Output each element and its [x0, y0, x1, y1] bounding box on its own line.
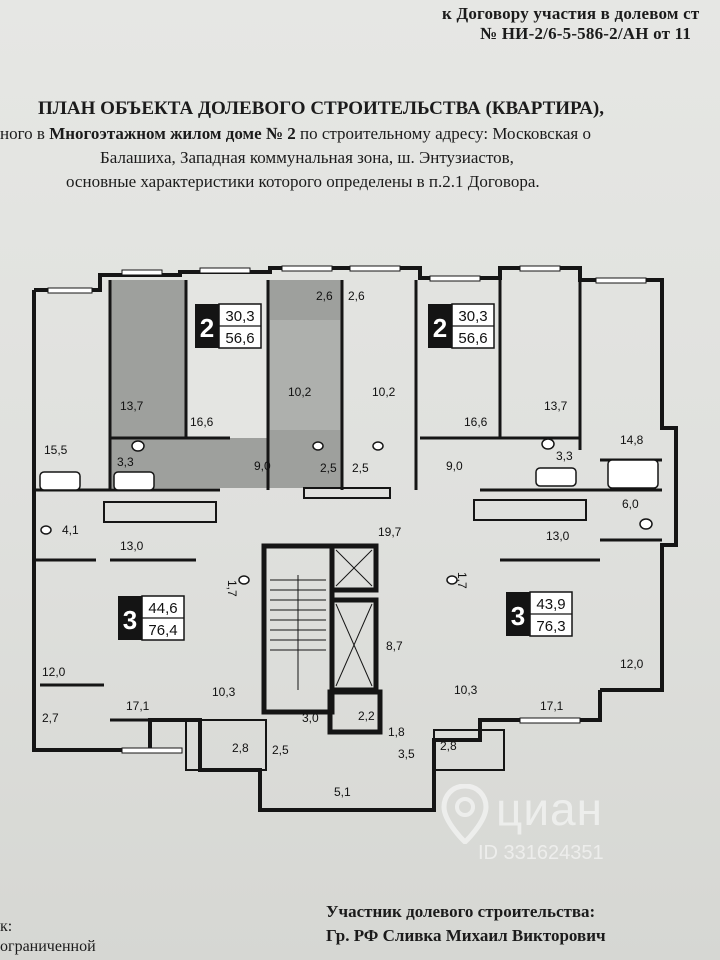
- room-area: 9,0: [254, 459, 271, 473]
- watermark-name: циан: [496, 783, 604, 835]
- apartment-1-total: 56,6: [225, 330, 254, 347]
- apartment-2-living: 30,3: [458, 308, 487, 325]
- watermark-id: ID 331624351: [478, 842, 604, 864]
- room-area: 2,8: [440, 739, 457, 753]
- room-area: 1,7: [455, 572, 469, 589]
- room-area: 19,7: [378, 525, 402, 539]
- room-area: 10,3: [212, 685, 236, 699]
- footer-left-text: ограниченной: [0, 938, 96, 955]
- room-area: 17,1: [540, 699, 564, 713]
- room-area: 13,0: [120, 539, 144, 553]
- room-area: 13,7: [544, 399, 568, 413]
- apartment-3-living: 44,6: [148, 600, 177, 617]
- room-area: 12,0: [620, 657, 644, 671]
- room-area: 8,7: [386, 639, 403, 653]
- title-address-line: ного в Многоэтажном жилом доме № 2 по ст…: [0, 124, 591, 143]
- room-area: 6,0: [622, 497, 639, 511]
- apartment-badge-1: 2 30,3 56,6: [195, 303, 262, 349]
- selected-apartment-kitchen: [270, 320, 340, 430]
- room-area: 3,3: [117, 455, 134, 469]
- balconies: [103, 487, 587, 771]
- room-area: 10,3: [454, 683, 478, 697]
- contract-number: № НИ-2/6-5-586-2/АН от 11: [480, 24, 692, 43]
- room-area: 3,3: [556, 449, 573, 463]
- stair-steps: [270, 549, 373, 690]
- map-pin-icon: [441, 784, 489, 844]
- stair-core: [261, 543, 383, 735]
- floor-plan: 2 30,3 56,6 2 30,3 56,6 3 44,6 76,4: [0, 250, 720, 830]
- signatory-name: Гр. РФ Сливка Михаил Викторович: [326, 926, 606, 945]
- apartment-4-total: 76,3: [536, 618, 565, 635]
- title-city-line: Балашиха, Западная коммунальная зона, ш.…: [100, 148, 514, 167]
- room-area: 2,5: [352, 461, 369, 475]
- apartment-2-total: 56,6: [458, 330, 487, 347]
- room-area: 14,8: [620, 433, 644, 447]
- room-area: 2,6: [348, 289, 365, 303]
- room-area: 9,0: [446, 459, 463, 473]
- room-area: 2,5: [320, 461, 337, 475]
- floor-plan-drawing: 2 30,3 56,6 2 30,3 56,6 3 44,6 76,4: [32, 265, 678, 812]
- apartment-3-rooms: 3: [123, 605, 137, 635]
- signatory-heading: Участник долевого строительства:: [326, 902, 596, 921]
- title-contract-line: основные характеристики которого определ…: [66, 172, 540, 191]
- room-area: 15,5: [44, 443, 68, 457]
- room-area: 3,0: [302, 711, 319, 725]
- apartment-3-total: 76,4: [148, 622, 177, 639]
- room-area: 10,2: [372, 385, 396, 399]
- room-area: 16,6: [190, 415, 214, 429]
- room-area: 2,8: [232, 741, 249, 755]
- room-area: 2,6: [316, 289, 333, 303]
- appendix-line: к Договору участия в долевом ст: [442, 4, 700, 23]
- room-area: 13,7: [120, 399, 144, 413]
- room-area: 5,1: [334, 785, 351, 799]
- room-area: 3,5: [398, 747, 415, 761]
- apartment-1-rooms: 2: [200, 313, 214, 343]
- room-area-labels: 2,6 2,6 13,7 16,6 10,2 10,2 16,6 13,7 15…: [42, 289, 644, 799]
- document-title: ПЛАН ОБЪЕКТА ДОЛЕВОГО СТРОИТЕЛЬСТВА (КВА…: [38, 98, 605, 119]
- room-area: 16,6: [464, 415, 488, 429]
- room-area: 2,2: [358, 709, 375, 723]
- cian-watermark: циан ID 331624351: [438, 780, 668, 870]
- room-area: 12,0: [42, 665, 66, 679]
- bath-fixtures: [39, 438, 659, 585]
- exterior-walls: [32, 266, 678, 812]
- windows: [47, 265, 647, 754]
- room-area: 4,1: [62, 523, 79, 537]
- apartment-4-rooms: 3: [511, 601, 525, 631]
- apartment-badge-4: 3 43,9 76,3: [506, 591, 573, 637]
- apartment-4-living: 43,9: [536, 596, 565, 613]
- room-area: 2,7: [42, 711, 59, 725]
- apartment-badge-2: 2 30,3 56,6: [428, 303, 495, 349]
- room-area: 1,8: [388, 725, 405, 739]
- room-area: 17,1: [126, 699, 150, 713]
- room-area: 10,2: [288, 385, 312, 399]
- apartment-badge-3: 3 44,6 76,4: [118, 595, 185, 641]
- room-area: 13,0: [546, 529, 570, 543]
- apartment-2-rooms: 2: [433, 313, 447, 343]
- room-area: 2,5: [272, 743, 289, 757]
- footer-left-label: к:: [0, 918, 13, 935]
- room-area: 1,7: [225, 580, 239, 597]
- apartment-1-living: 30,3: [225, 308, 254, 325]
